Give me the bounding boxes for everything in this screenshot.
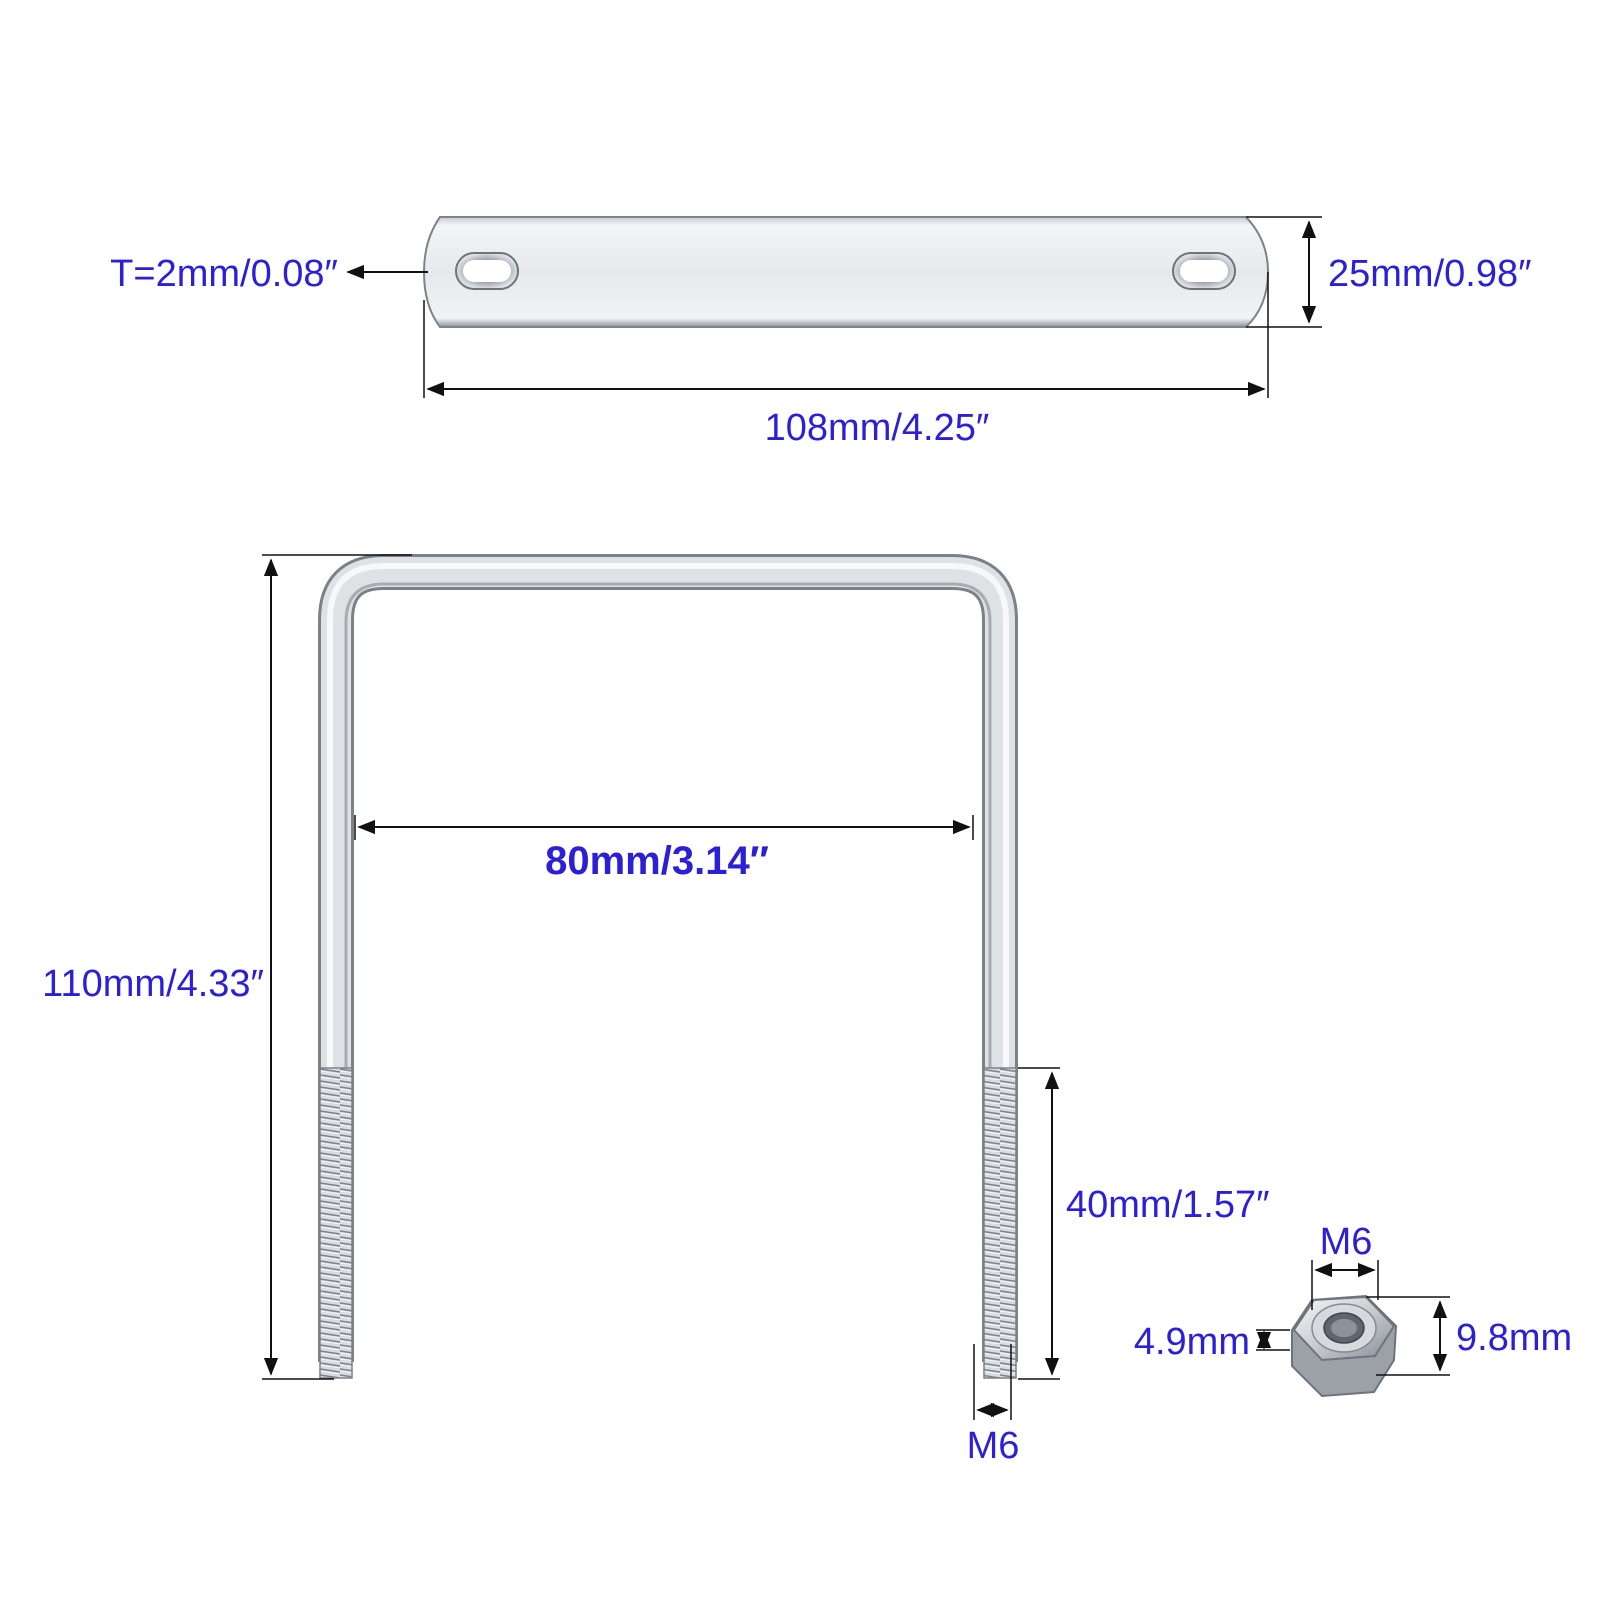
plate-body	[422, 216, 1270, 328]
nut-width-label: 9.8mm	[1456, 1317, 1572, 1359]
plate-length-label: 108mm/4.25″	[765, 407, 990, 449]
plate-slot-left-opening	[463, 260, 511, 282]
u-bolt-height-label: 110mm/4.33″	[42, 963, 264, 1005]
plate-group: T=2mm/0.08″ 25mm/0.98″ 108mm/4.25″	[110, 216, 1532, 449]
u-bolt-thread-left	[319, 1067, 353, 1379]
nut-thickness-label: 4.9mm	[1134, 1321, 1250, 1363]
hex-nut-group: M6 4.9mm 9.8mm	[1134, 1221, 1572, 1398]
plate-width-label: 25mm/0.98″	[1328, 253, 1532, 295]
hex-nut-bore-thread	[1331, 1319, 1357, 1337]
u-bolt-thread-length-label: 40mm/1.57″	[1066, 1184, 1270, 1226]
u-bolt-rod-highlight	[327, 563, 1009, 1362]
u-bolt-rod	[321, 557, 1015, 1362]
u-bolt-rod-edge	[344, 582, 992, 1362]
plate-slot-right-opening	[1180, 260, 1228, 282]
u-bolt-rod-shadow	[318, 554, 1018, 1362]
plate-thickness-label: T=2mm/0.08″	[110, 253, 338, 295]
u-bolt-group: 110mm/4.33″ 80mm/3.14″ 40mm/1.57″ M6	[42, 554, 1270, 1467]
u-bolt-inner-width-label: 80mm/3.14″	[545, 839, 769, 883]
u-bolt-thread-right	[983, 1067, 1017, 1379]
u-bolt-thread-size-label: M6	[967, 1425, 1020, 1467]
nut-thread-size-label: M6	[1320, 1221, 1373, 1263]
